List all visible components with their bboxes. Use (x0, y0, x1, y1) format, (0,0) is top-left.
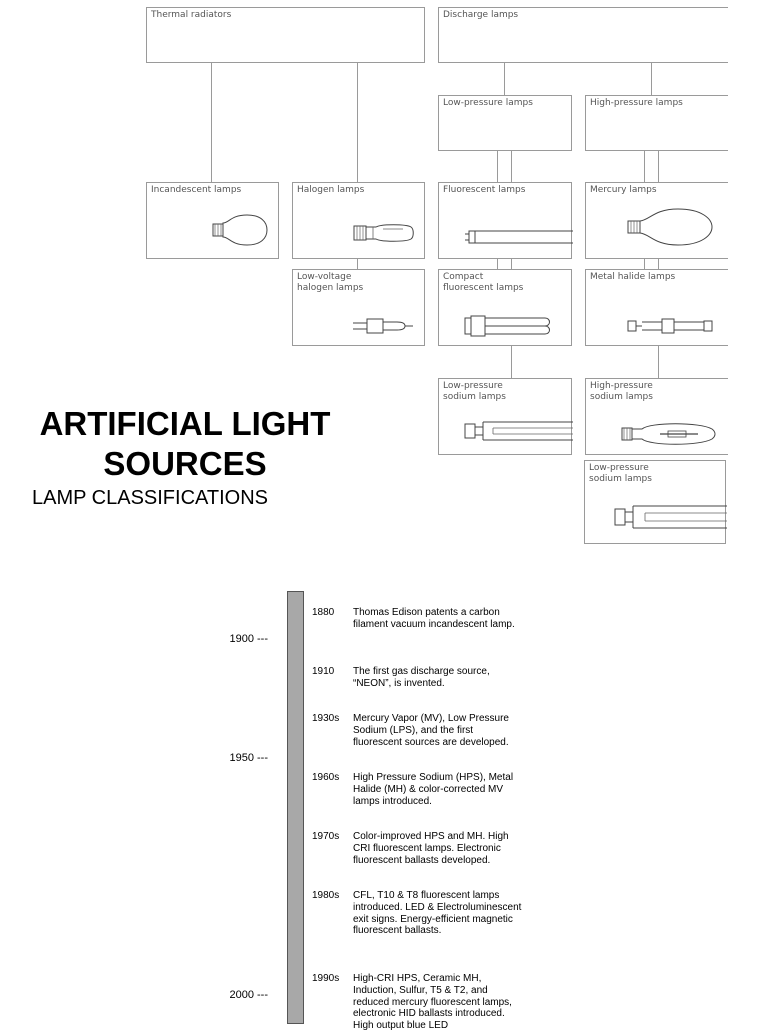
low-pressure-sodium-icon (464, 421, 573, 441)
box-label: Low-voltage halogen lamps (297, 272, 364, 293)
timeline-axis-label: 2000 --- (229, 989, 268, 1001)
fluorescent-tube-icon (465, 230, 573, 244)
event-description: The first gas discharge source, “NEON”, … (353, 666, 490, 689)
box-label: Discharge lamps (443, 10, 519, 20)
box-label: Incandescent lamps (151, 185, 242, 195)
box-label: Low-pressure lamps (443, 98, 533, 108)
connector-line (497, 259, 498, 269)
box-label: Mercury lamps (590, 185, 657, 195)
connector-line (658, 259, 659, 269)
box-label: Metal halide lamps (590, 272, 676, 282)
low-pressure-sodium-icon (614, 505, 727, 529)
connector-line (644, 151, 645, 182)
low-voltage-halogen-box: Low-voltage halogen lamps (292, 269, 425, 346)
box-label: Compact fluorescent lamps (443, 272, 524, 293)
connector-line (497, 151, 498, 182)
connector-line (644, 259, 645, 269)
event-description: Color-improved HPS and MH. High CRI fluo… (353, 831, 509, 866)
event-year: 1910 (312, 666, 335, 677)
connector-line (357, 259, 358, 269)
fluorescent-lamps-box: Fluorescent lamps (438, 182, 573, 259)
title-block: ARTIFICIAL LIGHT SOURCES (10, 404, 360, 484)
box-label: High-pressure lamps (590, 98, 683, 108)
connector-line (511, 259, 512, 269)
event-year: 1880 (312, 607, 335, 618)
page-title: ARTIFICIAL LIGHT SOURCES (39, 405, 331, 482)
box-label: High-pressure sodium lamps (590, 381, 653, 402)
mercury-bulb-icon (627, 208, 713, 246)
event-year: 1960s (312, 772, 340, 783)
compact-fluorescent-box: Compact fluorescent lamps (438, 269, 572, 346)
connector-line (658, 151, 659, 182)
event-year: 1980s (312, 890, 340, 901)
box-label: Fluorescent lamps (443, 185, 526, 195)
incandescent-bulb-icon (212, 214, 268, 246)
connector-line (357, 63, 358, 182)
connector-line (651, 63, 652, 95)
low-pressure-sodium-box-2: Low-pressure sodium lamps (584, 460, 727, 544)
metal-halide-icon (627, 318, 713, 334)
connector-line (211, 63, 212, 182)
high-pressure-lamps-box: High-pressure lamps (585, 95, 728, 151)
high-pressure-sodium-box: High-pressure sodium lamps (585, 378, 728, 455)
timeline-axis-label: 1950 --- (229, 752, 268, 764)
timeline-bar (287, 591, 304, 1024)
timeline-axis-label: 1900 --- (229, 633, 268, 645)
box-label: Low-pressure sodium lamps (443, 381, 506, 402)
event-year: 1990s (312, 973, 340, 984)
low-pressure-lamps-box: Low-pressure lamps (438, 95, 572, 151)
discharge-lamps-box: Discharge lamps (438, 7, 728, 63)
low-pressure-sodium-box: Low-pressure sodium lamps (438, 378, 573, 455)
halogen-lamps-box: Halogen lamps (292, 182, 425, 259)
event-description: Thomas Edison patents a carbon filament … (353, 607, 515, 630)
event-year: 1930s (312, 713, 340, 724)
thermal-radiators-box: Thermal radiators (146, 7, 425, 63)
box-label: Low-pressure sodium lamps (589, 463, 652, 484)
connector-line (511, 151, 512, 182)
connector-line (658, 346, 659, 378)
event-description: High Pressure Sodium (HPS), Metal Halide… (353, 772, 514, 807)
metal-halide-box: Metal halide lamps (585, 269, 728, 346)
event-description: CFL, T10 & T8 fluorescent lamps introduc… (353, 890, 522, 937)
box-label: Thermal radiators (151, 10, 232, 20)
lamp-classification-diagram: Thermal radiators Discharge lamps Low-pr… (146, 7, 728, 544)
page-subtitle: LAMP CLASSIFICATIONS (32, 487, 268, 509)
low-voltage-halogen-icon (353, 318, 413, 334)
halogen-bulb-icon (353, 224, 414, 242)
box-label: Halogen lamps (297, 185, 365, 195)
mercury-lamps-box: Mercury lamps (585, 182, 728, 259)
incandescent-lamps-box: Incandescent lamps (146, 182, 279, 259)
event-year: 1970s (312, 831, 340, 842)
event-description: Mercury Vapor (MV), Low Pressure Sodium … (353, 713, 509, 748)
high-pressure-sodium-icon (621, 423, 716, 445)
event-description: High-CRI HPS, Ceramic MH, Induction, Sul… (353, 973, 512, 1032)
connector-line (511, 346, 512, 378)
compact-fluorescent-icon (464, 315, 550, 337)
connector-line (504, 63, 505, 95)
